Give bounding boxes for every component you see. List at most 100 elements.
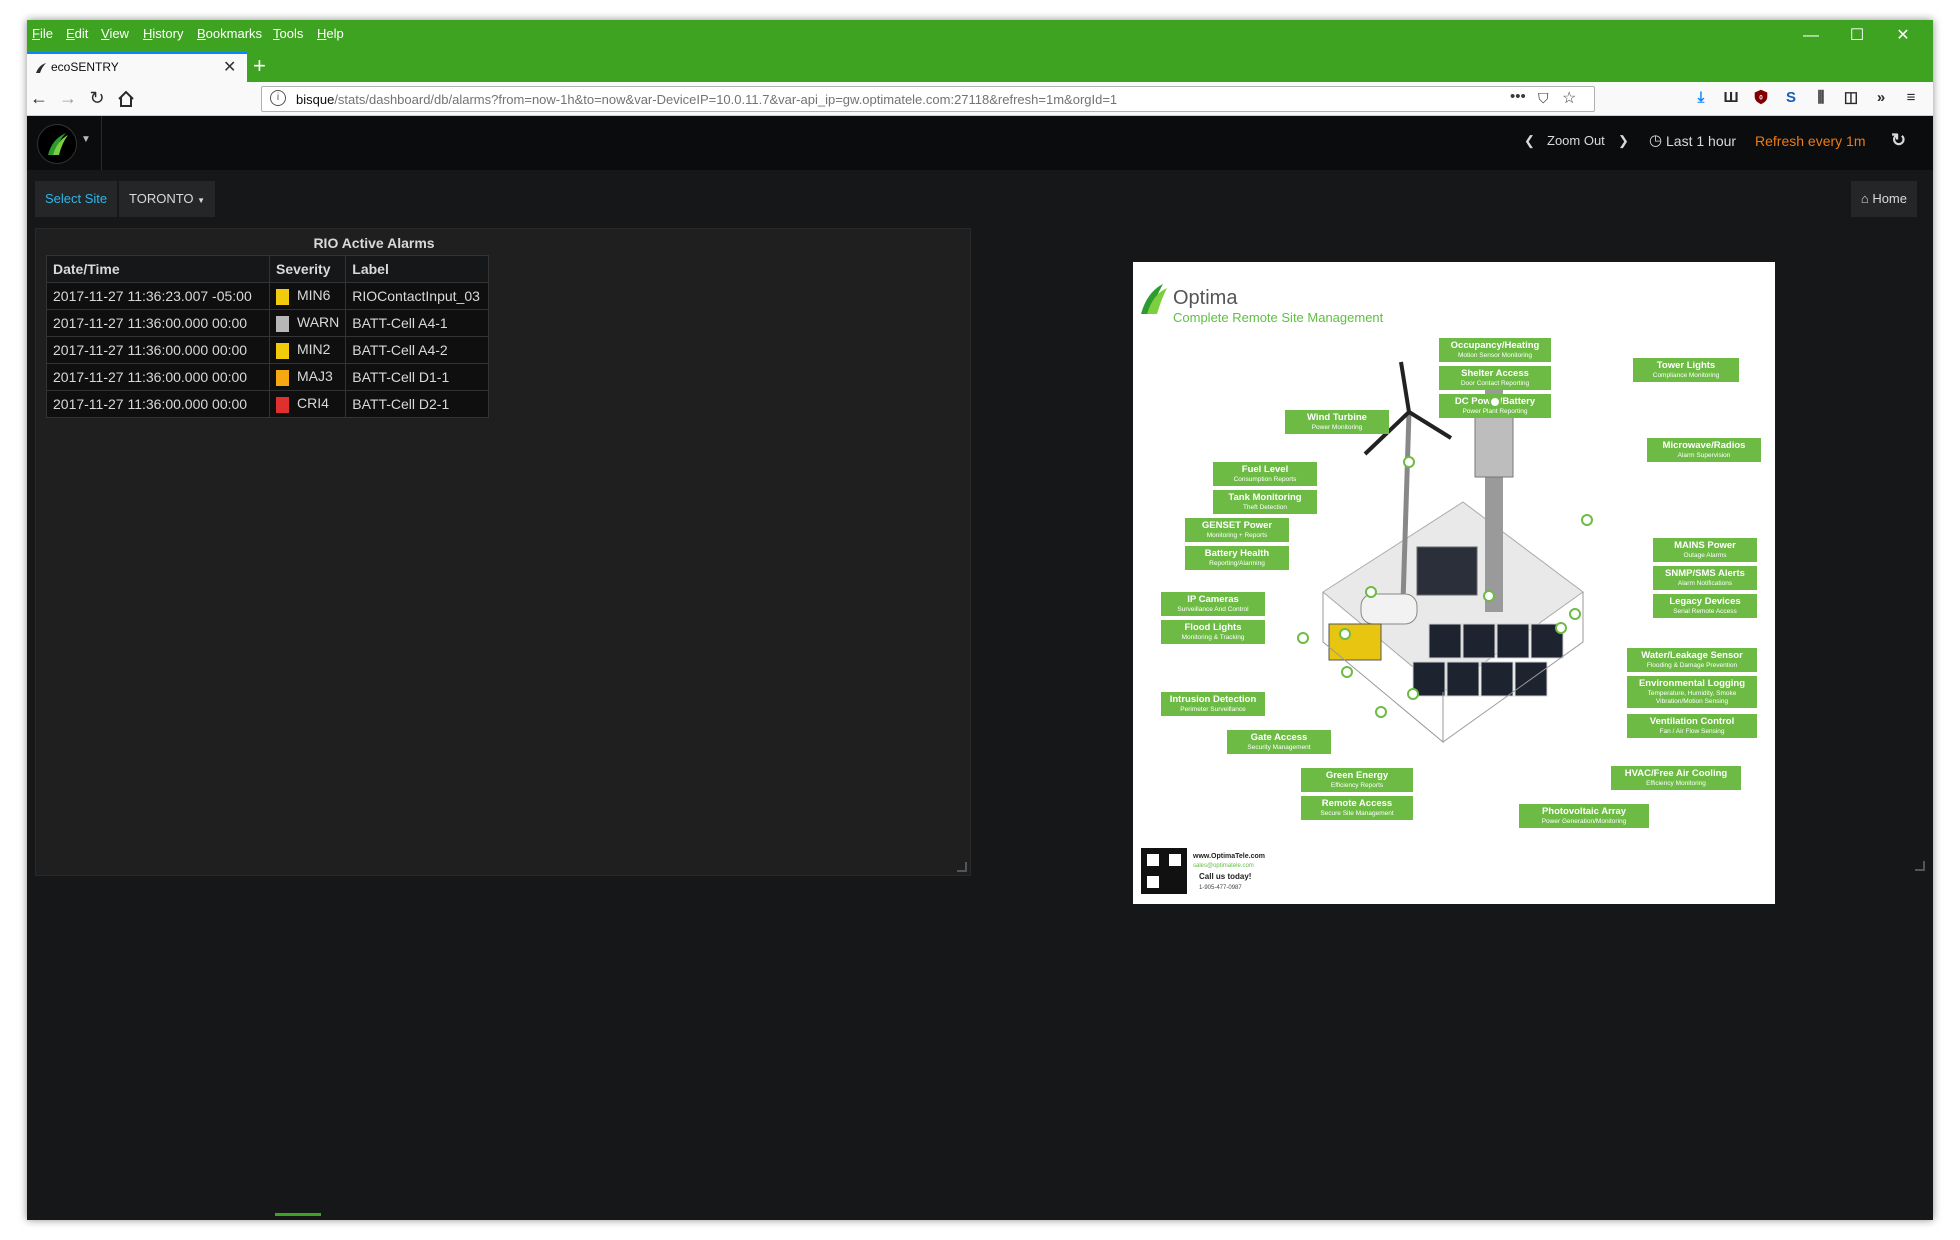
fence-icon <box>1322 592 1584 744</box>
horizontal-scrollbar-thumb[interactable] <box>275 1213 321 1216</box>
url-bar[interactable]: i bisque/stats/dashboard/db/alarms?from=… <box>261 86 1595 112</box>
severity-color-swatch <box>276 288 289 305</box>
minimize-button[interactable]: — <box>1803 27 1819 44</box>
menu-bookmarks[interactable]: Bookmarks <box>197 26 263 41</box>
poster-website: www.OptimaTele.com <box>1192 853 1265 860</box>
connector-dot <box>1341 666 1353 678</box>
menu-history[interactable]: History <box>143 26 184 41</box>
download-icon[interactable]: ⤓ <box>1697 89 1705 106</box>
close-window-button[interactable]: ✕ <box>1896 27 1910 44</box>
feature-label-box <box>1161 692 1265 716</box>
url-text[interactable]: bisque/stats/dashboard/db/alarms?from=no… <box>296 92 1118 107</box>
refresh-icon[interactable]: ↻ <box>1891 130 1907 150</box>
alarm-datetime: 2017-11-27 11:36:00.000 00:00 <box>46 336 270 364</box>
alarm-severity: MIN2 <box>268 336 347 364</box>
feature-label-title: Gate Access <box>1251 732 1308 743</box>
time-range-picker[interactable]: Last 1 hour <box>1666 133 1737 149</box>
tab-close-icon[interactable]: ✕ <box>223 59 237 76</box>
hamburger-menu-icon[interactable]: ≡ <box>1906 89 1916 106</box>
feature-label-subtitle: Efficiency Monitoring <box>1646 780 1706 787</box>
dashboard-top-nav: ▼ ❮ Zoom Out ❯ ◷ Last 1 hour Refresh eve… <box>27 116 1933 170</box>
library-icon[interactable]: ⫼ <box>1817 89 1825 106</box>
feature-label-title: Wind Turbine <box>1307 412 1367 423</box>
alarm-severity: WARN <box>268 309 347 337</box>
zoom-back-chevron-icon[interactable]: ❮ <box>1524 133 1535 148</box>
solar-panel-icon <box>1446 661 1480 697</box>
site-info-icon[interactable]: i <box>270 90 286 106</box>
menu-tools[interactable]: Tools <box>273 26 304 41</box>
maximize-button[interactable]: ☐ <box>1849 27 1865 44</box>
connector-dot <box>1581 514 1593 526</box>
menu-help[interactable]: Help <box>317 26 344 41</box>
zoom-out-button[interactable]: Zoom Out <box>1547 133 1605 148</box>
s-extension-icon[interactable]: S <box>1785 89 1796 106</box>
feature-label-title: Shelter Access <box>1461 368 1529 379</box>
antenna-icon <box>1474 416 1514 478</box>
feature-label-title: SNMP/SMS Alerts <box>1665 568 1745 579</box>
feature-label-title: Intrusion Detection <box>1170 694 1257 705</box>
site-dropdown-value: TORONTO <box>129 191 194 206</box>
caret-down-icon: ▼ <box>81 134 91 145</box>
feature-label-subtitle: Power Plant Reporting <box>1462 408 1527 415</box>
alarm-label: BATT-Cell A4-2 <box>345 336 490 364</box>
pocket-icon[interactable]: ⛉ <box>1538 90 1549 106</box>
poster-phone: 1-905-477-0987 <box>1199 885 1242 891</box>
zoom-forward-chevron-icon[interactable]: ❯ <box>1618 133 1629 148</box>
severity-text: CRI4 <box>297 395 329 412</box>
refresh-interval[interactable]: Refresh every 1m <box>1755 133 1866 149</box>
connector-dot <box>1375 706 1387 718</box>
reload-icon[interactable]: ↻ <box>89 88 105 108</box>
back-arrow-icon[interactable]: ← <box>30 88 48 108</box>
extension-icon[interactable]: Ш <box>1723 89 1739 106</box>
column-header-severity[interactable]: Severity <box>268 255 347 283</box>
overflow-icon[interactable]: » <box>1876 89 1886 106</box>
feature-label-title: Remote Access <box>1322 798 1392 809</box>
qr-code-icon <box>1147 854 1159 866</box>
home-icon[interactable] <box>115 88 137 110</box>
connector-dot <box>1403 456 1415 468</box>
sidebar-icon[interactable]: ◫ <box>1843 89 1859 106</box>
home-button[interactable]: ⌂ Home <box>1850 181 1917 217</box>
feature-label-title: HVAC/Free Air Cooling <box>1625 768 1728 779</box>
column-header-label[interactable]: Label <box>345 255 490 283</box>
connector-dot <box>1555 622 1567 634</box>
image-panel-resize-handle[interactable] <box>1915 861 1925 871</box>
alarm-datetime: 2017-11-27 11:36:00.000 00:00 <box>46 390 270 418</box>
app-logo-menu[interactable]: ▼ <box>27 116 102 170</box>
alarm-datetime: 2017-11-27 11:36:23.007 -05:00 <box>46 282 270 310</box>
feature-label-subtitle: Temperature, Humidity, Smoke <box>1648 690 1737 697</box>
severity-color-swatch <box>276 342 289 359</box>
site-dropdown[interactable]: TORONTO ▼ <box>119 181 216 217</box>
new-tab-button[interactable]: + <box>253 53 266 78</box>
feature-label-box <box>1653 594 1757 618</box>
feature-label-subtitle: Perimeter Surveillance <box>1180 706 1246 713</box>
feature-label-box <box>1627 676 1757 708</box>
feature-label-subtitle: Power Monitoring <box>1312 424 1363 431</box>
menu-view[interactable]: View <box>101 26 129 41</box>
panel-resize-handle[interactable] <box>957 862 967 872</box>
dashboard-sub-nav: Select Site TORONTO ▼ ⌂ Home <box>27 170 1933 218</box>
svg-text:0: 0 <box>1759 95 1763 102</box>
severity-color-swatch <box>276 369 289 386</box>
ublock-icon[interactable]: 0 <box>1751 88 1771 108</box>
tab-ecosentry[interactable]: ecoSENTRY ✕ <box>27 52 247 82</box>
navigation-toolbar: ← → ↻ i bisque/stats/dashboard/db/alarms… <box>27 82 1933 116</box>
page-actions-icon[interactable]: ••• <box>1510 88 1526 105</box>
column-header-datetime[interactable]: Date/Time <box>46 255 270 283</box>
bookmark-star-icon[interactable]: ☆ <box>1562 90 1577 107</box>
feature-label-title: Fuel Level <box>1242 464 1288 475</box>
forward-arrow-icon[interactable]: → <box>59 88 77 108</box>
severity-text: MIN6 <box>297 287 331 304</box>
feature-label-title: Microwave/Radios <box>1663 440 1746 451</box>
fuel-tank-icon <box>1360 593 1418 625</box>
feature-label-box <box>1633 358 1739 382</box>
alarm-severity: MAJ3 <box>268 363 347 391</box>
menu-file[interactable]: File <box>32 26 53 41</box>
tab-title: ecoSENTRY <box>51 60 119 74</box>
menu-edit[interactable]: Edit <box>66 26 89 41</box>
feature-label-subtitle: Surveillance And Control <box>1177 606 1249 613</box>
feature-label-subtitle: Motion Sensor Monitoring <box>1458 352 1532 359</box>
